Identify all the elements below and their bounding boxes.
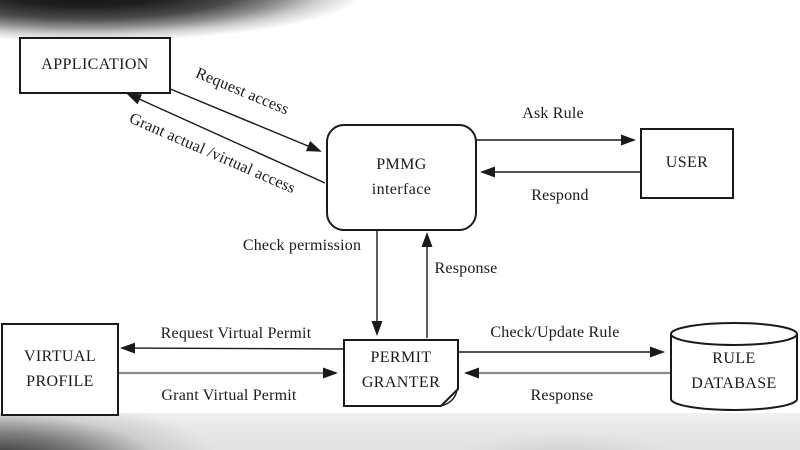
edge-label-ask-rule: Ask Rule xyxy=(522,105,584,122)
node-permit-granter: PERMIT GRANTER xyxy=(343,339,459,407)
arrow-request-access xyxy=(167,87,322,152)
node-virtual-profile: VIRTUAL PROFILE xyxy=(1,323,119,416)
arrow-grant-access xyxy=(126,93,326,184)
edge-label-check-update-rule: Check/Update Rule xyxy=(490,324,620,341)
bottom-gray-strip xyxy=(0,413,800,450)
edge-label-grant-virtual-permit: Grant Virtual Permit xyxy=(161,387,297,404)
permit-granter-fold xyxy=(440,389,458,407)
edge-label-check-permission: Check permission xyxy=(242,237,362,254)
edge-label-response-up: Response xyxy=(434,260,498,277)
node-application: APPLICATION xyxy=(19,37,171,94)
rule-database-top xyxy=(670,322,798,346)
node-user-label: USER xyxy=(665,154,709,172)
node-rule-database: RULE DATABASE xyxy=(670,323,798,410)
node-application-label: APPLICATION xyxy=(41,56,149,74)
node-pmmg-interface: PMMG interface xyxy=(326,124,477,231)
edge-label-respond: Respond xyxy=(531,187,589,204)
node-pmmg-interface-label: PMMG interface xyxy=(371,155,432,198)
node-rule-database-label: RULE DATABASE xyxy=(691,349,777,392)
arrow-request-virtual-permit xyxy=(120,342,344,354)
edge-label-response-back: Response xyxy=(530,387,594,404)
rule-database-body xyxy=(670,334,798,411)
edge-label-request-virtual-permit: Request Virtual Permit xyxy=(160,325,312,342)
permit-granter-shape xyxy=(343,339,459,407)
node-permit-granter-label: PERMIT GRANTER xyxy=(361,349,441,391)
node-user: USER xyxy=(640,128,734,199)
node-virtual-profile-label: VIRTUAL PROFILE xyxy=(23,347,97,390)
